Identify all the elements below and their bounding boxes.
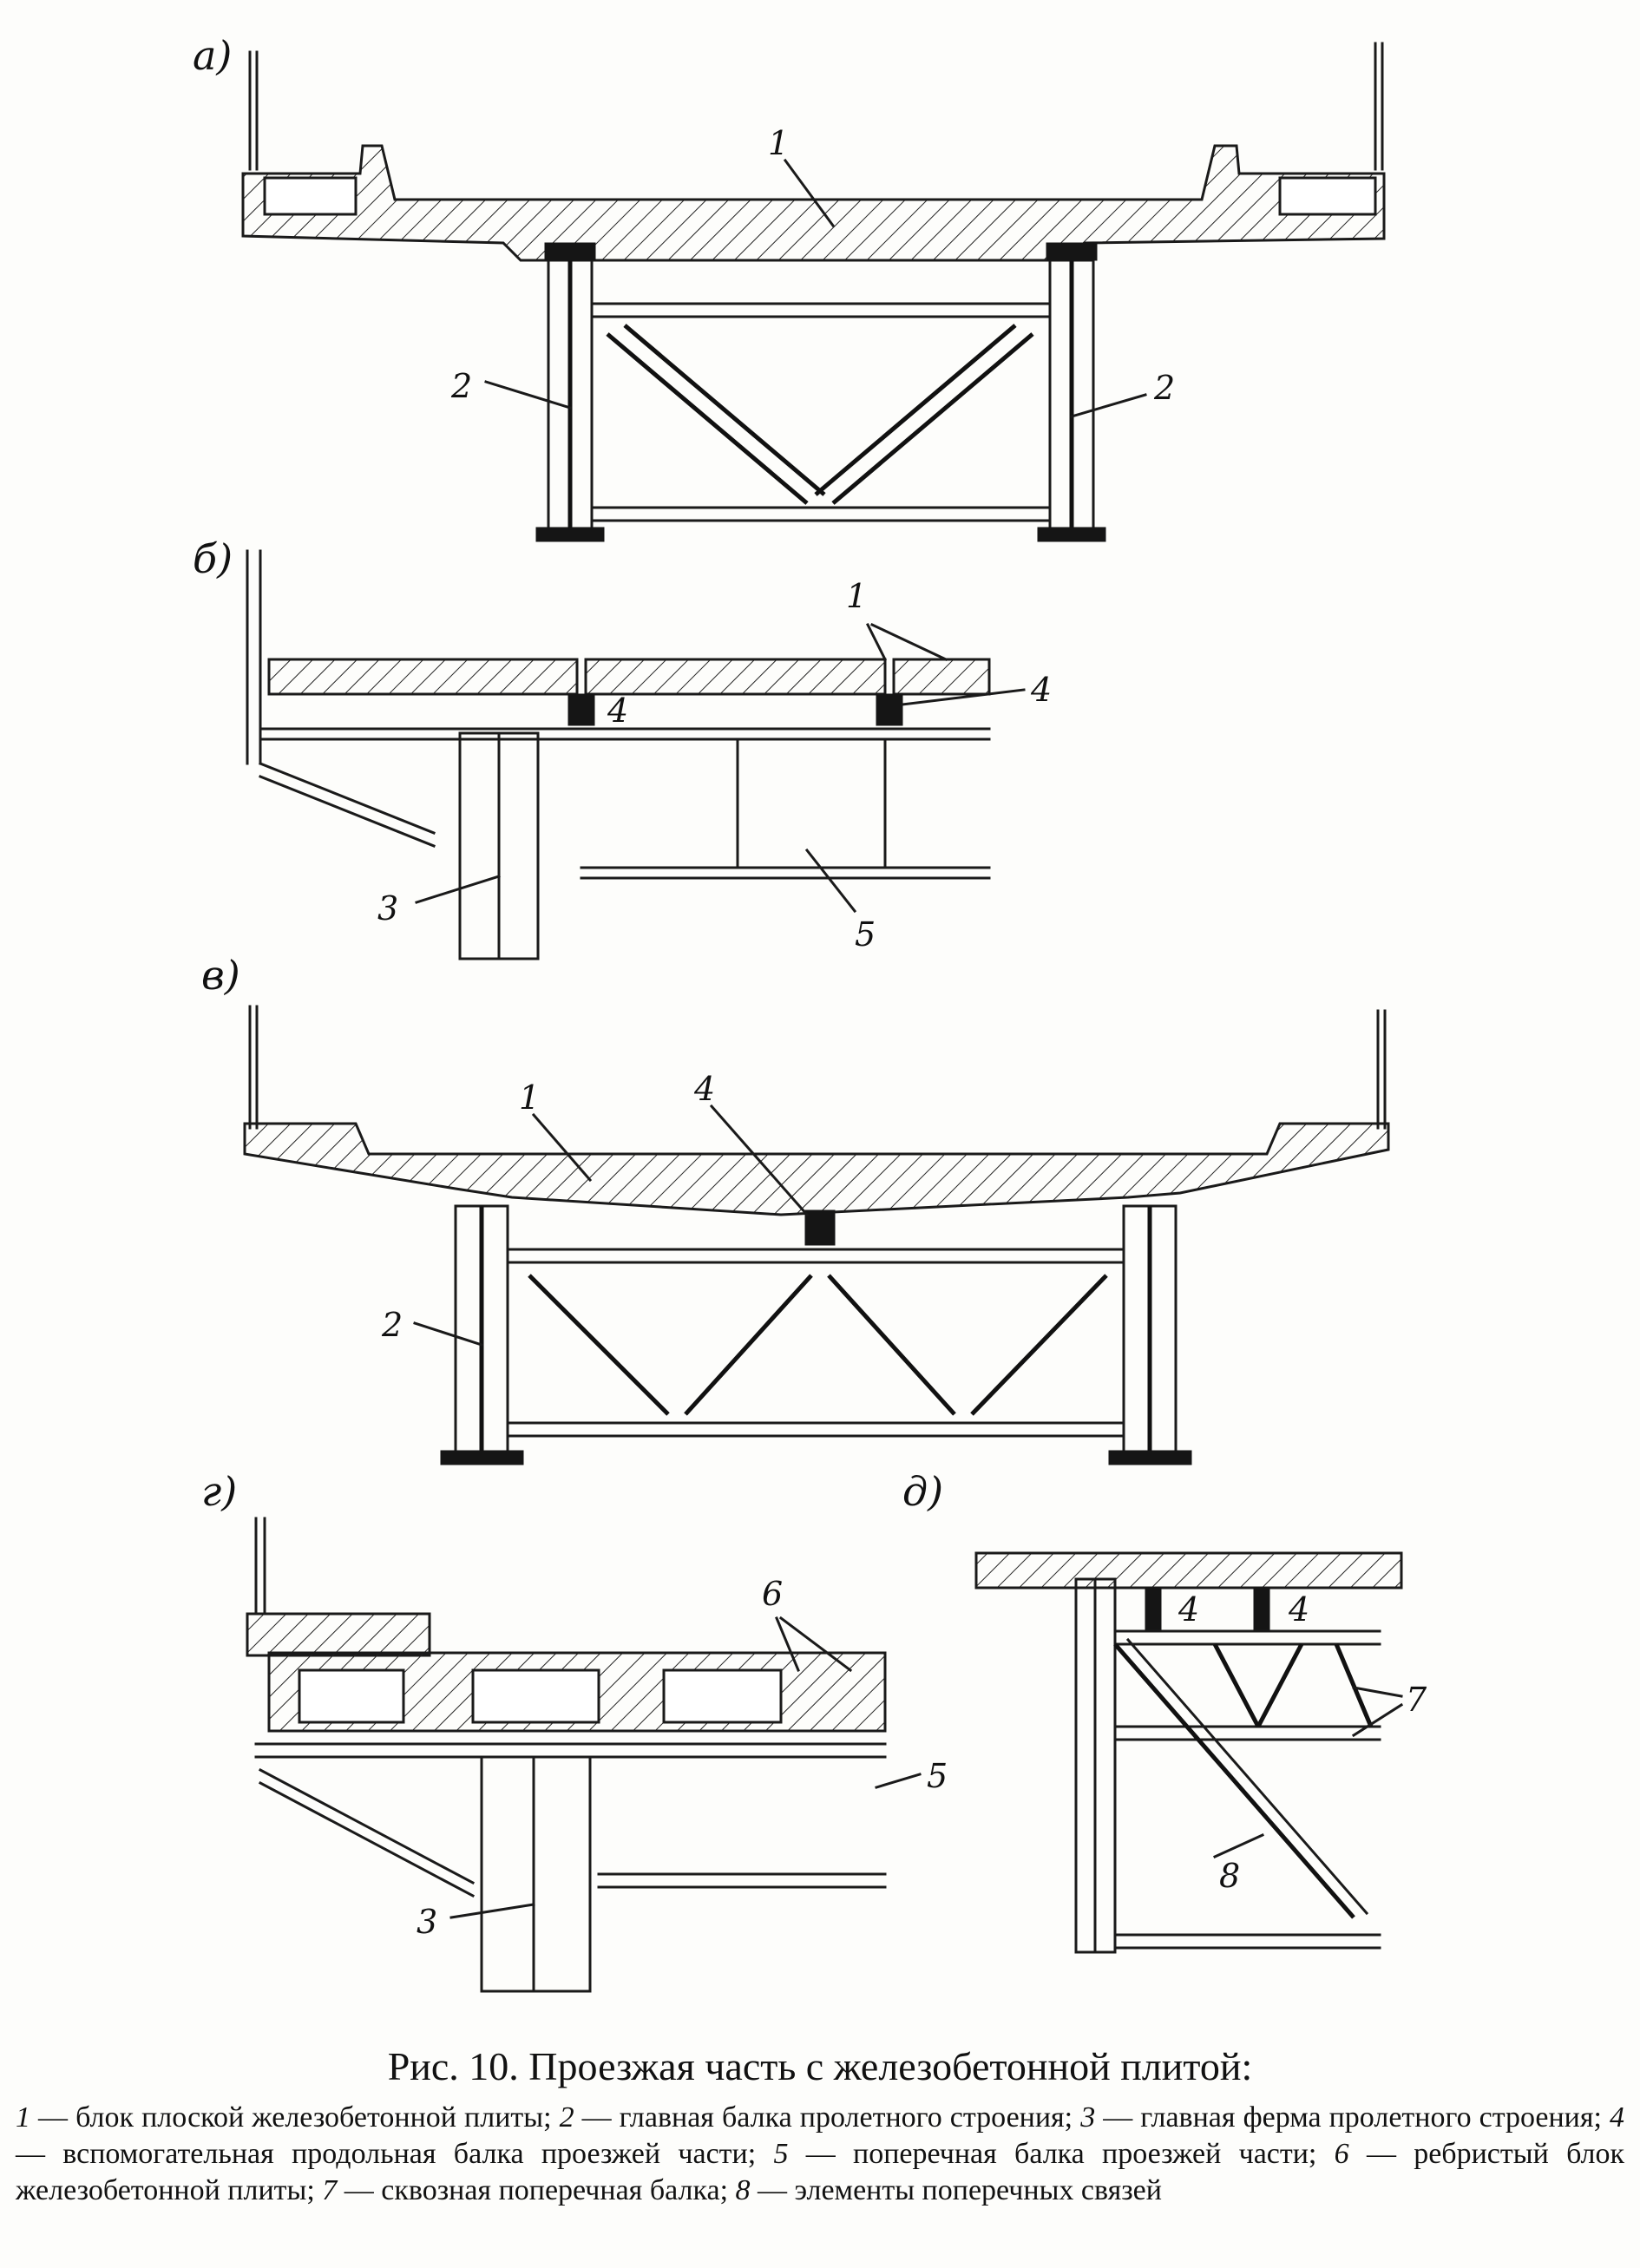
callout-2-v: 2 bbox=[381, 1306, 403, 1344]
stringer-v bbox=[804, 1209, 836, 1246]
callout-4-b-right: 4 bbox=[1030, 671, 1052, 709]
callout-4-v: 4 bbox=[693, 1070, 715, 1108]
panel-label-b: б) bbox=[193, 535, 233, 582]
callout-3-g: 3 bbox=[417, 1903, 437, 1941]
legend-item: 3 — главная ферма пролетного строения; bbox=[1080, 2101, 1602, 2134]
main-girder-left-v bbox=[440, 1204, 524, 1465]
curb-g bbox=[246, 1612, 431, 1657]
truss-bracing-v bbox=[506, 1248, 1125, 1438]
legend-item: 4 — вспомогательная продольная балка про… bbox=[16, 2101, 1625, 2170]
callout-7-d: 7 bbox=[1406, 1681, 1427, 1719]
panel-label-v: в) bbox=[201, 952, 240, 999]
callout-1-v: 1 bbox=[519, 1078, 540, 1117]
curb-void-right bbox=[1278, 176, 1377, 216]
legend-item: 5 — поперечная балка проезжей части; bbox=[773, 2138, 1317, 2170]
callout-2-a-right: 2 bbox=[1153, 369, 1175, 407]
slab-block-b-2 bbox=[584, 658, 887, 696]
stringer-b-1 bbox=[567, 693, 595, 726]
callout-4-d-1: 4 bbox=[1178, 1590, 1199, 1629]
stringer-b-2 bbox=[876, 693, 903, 726]
callout-2-a-left: 2 bbox=[450, 367, 472, 405]
truss-3-g bbox=[480, 1755, 592, 1993]
panel-a: а) bbox=[193, 32, 1386, 542]
figure-caption: Рис. 10. Проезжая часть с железобетонной… bbox=[387, 2044, 1253, 2088]
legend-item: 7 — сквозная поперечная балка; bbox=[322, 2174, 729, 2206]
panel-label-d: д) bbox=[902, 1468, 943, 1515]
curb-void-left bbox=[263, 176, 358, 216]
cross-bracing-a bbox=[590, 302, 1052, 522]
panel-b: б) 1 4 4 3 5 bbox=[193, 535, 1052, 960]
deck-slab-v bbox=[243, 1122, 1390, 1216]
figure-legend: 1 — блок плоской железобетонной плиты; 2… bbox=[16, 2100, 1624, 2209]
legend-item: 8 — элементы поперечных связей bbox=[735, 2174, 1162, 2206]
panel-g: г) 6 5 3 bbox=[201, 1468, 948, 1993]
legend-item: 2 — главная балка пролетного строения; bbox=[559, 2101, 1073, 2134]
slab-block-b-3 bbox=[892, 658, 991, 696]
main-girder-right-a bbox=[1037, 242, 1106, 542]
stringer-d-2 bbox=[1253, 1587, 1270, 1630]
deck-slab-a bbox=[241, 144, 1386, 262]
main-girder-left-a bbox=[535, 242, 605, 542]
slab-block-b-1 bbox=[267, 658, 579, 696]
legend-item: 6 — ребристый блок железобетонной плиты; bbox=[16, 2138, 1625, 2206]
callout-5-b: 5 bbox=[855, 915, 876, 954]
panel-label-a: а) bbox=[193, 32, 232, 79]
callout-3-b: 3 bbox=[377, 889, 398, 928]
callout-4-b-left: 4 bbox=[607, 692, 628, 730]
panel-v: в) 1 4 2 bbox=[201, 952, 1390, 1465]
slab-d bbox=[974, 1551, 1403, 1590]
callout-8-d: 8 bbox=[1219, 1857, 1240, 1895]
callout-4-d-2: 4 bbox=[1288, 1590, 1309, 1629]
panel-label-g: г) bbox=[201, 1468, 237, 1515]
bracing-8-d bbox=[1113, 1642, 1355, 1919]
panel-d: д) 4 4 7 8 bbox=[902, 1468, 1427, 1954]
main-girder-right-v bbox=[1108, 1204, 1192, 1465]
callout-5-g: 5 bbox=[927, 1757, 948, 1795]
callout-6-g: 6 bbox=[762, 1575, 783, 1613]
callout-1-a: 1 bbox=[768, 124, 789, 162]
engineering-drawing: а) bbox=[193, 32, 1427, 1993]
legend-item: 1 — блок плоской железобетонной плиты; bbox=[16, 2101, 552, 2134]
callout-1-b: 1 bbox=[846, 577, 867, 615]
stringer-d-1 bbox=[1145, 1587, 1162, 1630]
